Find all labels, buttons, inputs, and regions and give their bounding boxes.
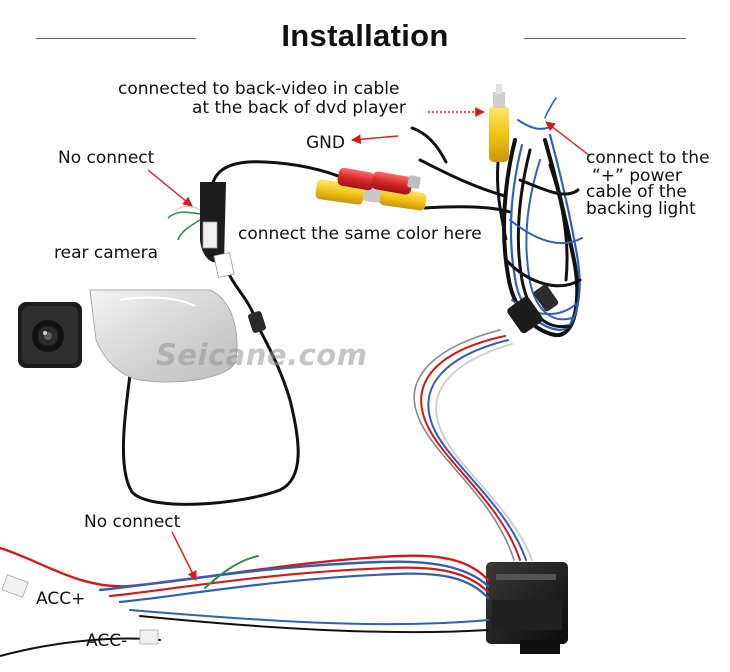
label-power-3: cable of the <box>586 182 687 202</box>
label-rear-camera: rear camera <box>54 243 159 263</box>
watermark: Seicane.com <box>156 338 368 372</box>
inline-connector <box>248 311 266 333</box>
power-harness <box>0 546 490 657</box>
label-acc-plus: ACC+ <box>36 589 86 609</box>
label-no-connect-top: No connect <box>58 148 155 168</box>
rca-plug-red <box>337 167 421 195</box>
title-rule-right <box>524 38 686 39</box>
label-power-4: backing light <box>586 199 696 219</box>
label-same-color: connect the same color here <box>238 224 482 244</box>
control-box <box>486 562 568 654</box>
label-power-1: connect to the <box>586 148 710 168</box>
bundle-connector <box>507 284 559 334</box>
acc-plus-tag <box>1 574 29 598</box>
label-back-video-1: connected to back-video in cable <box>118 79 400 99</box>
rear-camera <box>18 289 238 383</box>
page-title: Installation <box>281 18 449 53</box>
camera-harness <box>167 182 235 278</box>
annotation-arrows <box>147 107 591 581</box>
label-back-video-2: at the back of dvd player <box>192 98 406 118</box>
coiled-cable-bundle <box>502 97 583 338</box>
title-rule-left <box>36 38 196 39</box>
signal-wires <box>413 329 533 561</box>
label-gnd: GND <box>306 133 345 153</box>
label-no-connect-bottom: No connect <box>84 512 181 532</box>
label-acc-minus: ACC- <box>86 631 128 651</box>
acc-minus-tag <box>139 629 159 645</box>
label-power-2: “+” power <box>592 166 682 186</box>
